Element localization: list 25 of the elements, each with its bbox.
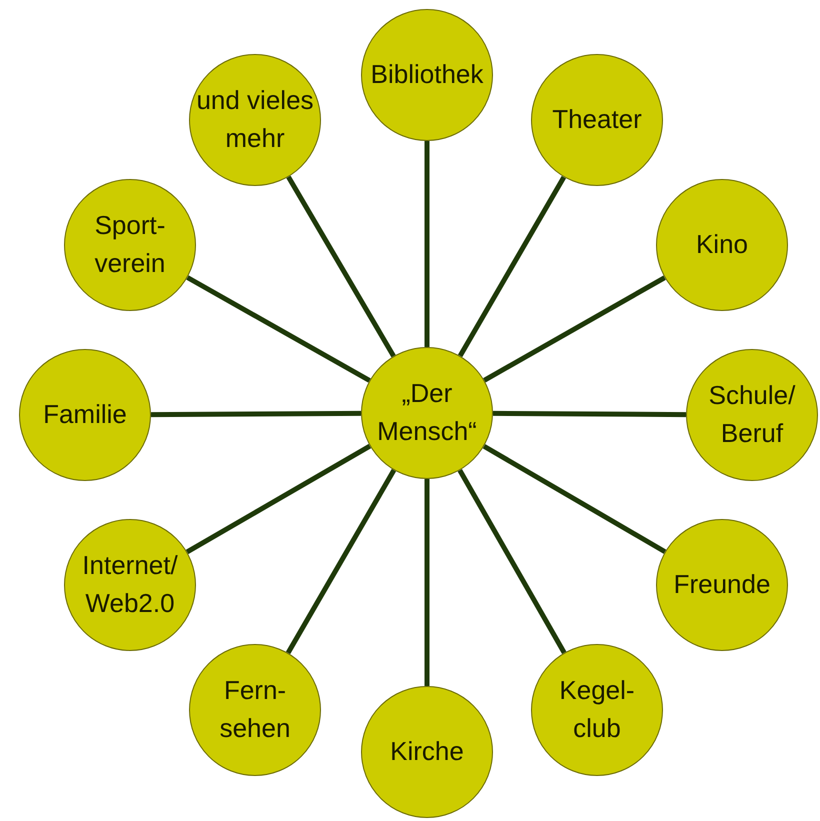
node-label: Kegel- club [558, 674, 636, 745]
connector-line [458, 176, 566, 358]
node-label: Internet/ Web2.0 [81, 549, 179, 620]
connector-line [150, 410, 362, 418]
node-label: Bibliothek [370, 58, 484, 92]
connector-line [492, 410, 686, 418]
node-label: Schule/ Beruf [708, 379, 796, 450]
node-label: Kirche [390, 735, 464, 768]
connector-line [483, 275, 666, 383]
node-label: „Der Mensch“ [376, 377, 478, 448]
connector-line [424, 141, 430, 347]
connector-line [286, 468, 396, 654]
node-label: Kino [696, 228, 748, 262]
node-label: Theater [552, 103, 642, 136]
node-label: Fern- sehen [218, 674, 292, 745]
node-label: Familie [43, 398, 127, 432]
node-label: und vieles mehr [196, 84, 314, 155]
connector-line [186, 275, 371, 383]
connector-line [424, 479, 430, 686]
connector-line [186, 444, 372, 554]
node-label: Freunde [674, 568, 770, 602]
connector-line [458, 469, 566, 654]
node-label: Sport- verein [94, 209, 166, 280]
connector-line [286, 176, 396, 358]
connector-line [482, 444, 666, 554]
